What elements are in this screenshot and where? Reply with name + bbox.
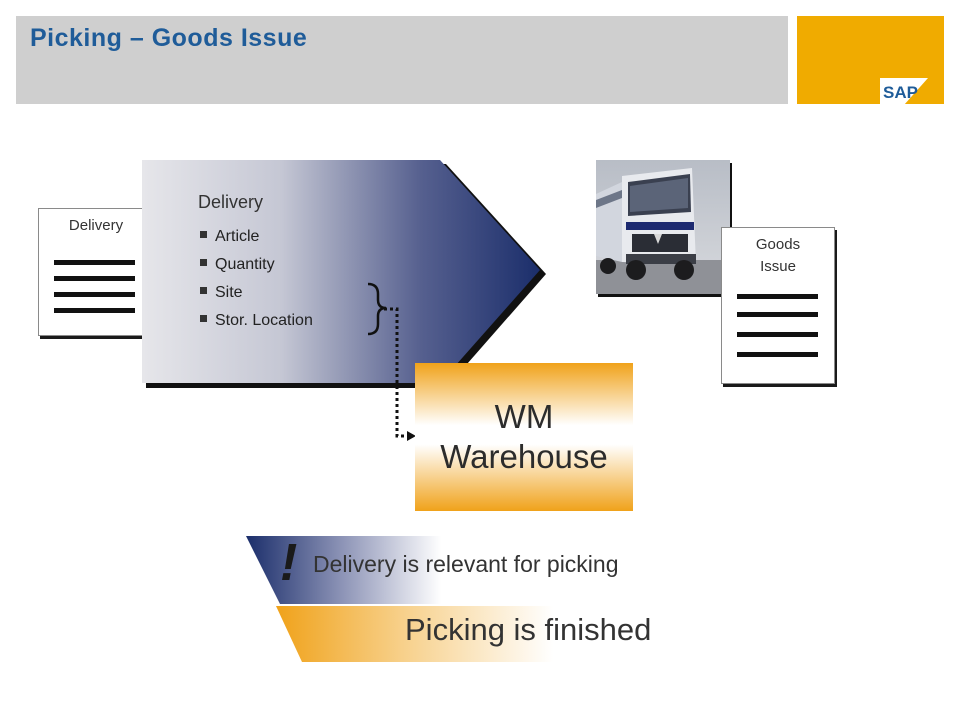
title-bar: Picking – Goods Issue <box>16 16 788 104</box>
relevant-band <box>246 536 680 604</box>
truck-photo <box>596 160 730 294</box>
sap-logo-text: SAP <box>883 83 918 102</box>
delivery-document: Delivery <box>38 208 154 336</box>
list-item-stor-location: Stor. Location <box>200 312 313 330</box>
delivery-arrow-panel <box>142 160 546 388</box>
goods-issue-document-label: Goods Issue <box>755 236 801 275</box>
logo-box <box>797 16 944 104</box>
note-bands <box>246 536 780 662</box>
goods-issue-document: Goods Issue <box>721 227 835 384</box>
delivery-document-label: Delivery <box>68 217 124 234</box>
note-relevant-for-picking: Delivery is relevant for picking <box>313 551 619 577</box>
list-item-site: Site <box>200 284 243 302</box>
exclamation-icon: ! <box>280 534 298 592</box>
list-item-article: Article <box>200 228 259 246</box>
note-picking-finished: Picking is finished <box>405 612 652 647</box>
wm-warehouse-label: WM Warehouse <box>440 398 608 475</box>
page-title: Picking – Goods Issue <box>30 24 308 52</box>
delivery-panel-title: Delivery <box>198 192 264 212</box>
list-item-quantity: Quantity <box>200 256 275 274</box>
sap-logo: SAP <box>880 78 928 105</box>
brace-connector <box>367 282 416 441</box>
finished-band <box>276 606 780 662</box>
wm-warehouse-box: WM Warehouse <box>415 363 633 511</box>
